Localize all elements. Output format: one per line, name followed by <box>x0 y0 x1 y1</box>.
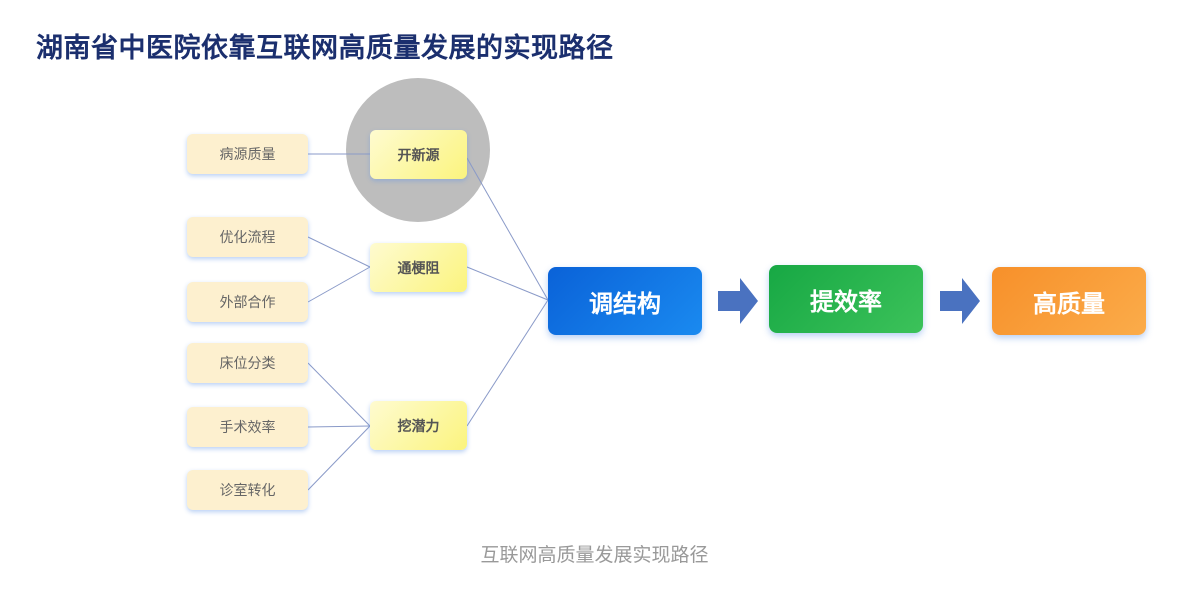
middle-box-open-source: 开新源 <box>370 130 467 179</box>
connector <box>307 425 371 428</box>
leaf-box: 优化流程 <box>187 217 308 257</box>
leaf-box: 床位分类 <box>187 343 308 383</box>
middle-box-potential: 挖潜力 <box>370 401 467 450</box>
flow-box-efficiency: 提效率 <box>769 265 923 333</box>
figure-caption: 互联网高质量发展实现路径 <box>480 544 709 566</box>
connector <box>307 236 371 268</box>
connector <box>307 266 371 303</box>
middle-box-unblock: 通梗阻 <box>370 243 467 292</box>
flow-box-quality: 高质量 <box>992 267 1146 335</box>
leaf-box: 诊室转化 <box>187 470 308 510</box>
arrow-right-icon <box>940 278 980 324</box>
leaf-box: 病源质量 <box>187 134 308 174</box>
connector <box>466 157 549 301</box>
connector <box>466 299 549 427</box>
connector <box>466 266 549 301</box>
leaf-box: 外部合作 <box>187 282 308 322</box>
page-title: 湖南省中医院依靠互联网高质量发展的实现路径 <box>36 33 614 64</box>
connector <box>307 362 371 427</box>
connector <box>307 425 371 491</box>
arrow-right-icon <box>718 278 758 324</box>
leaf-box: 手术效率 <box>187 407 308 447</box>
flow-box-structure: 调结构 <box>548 267 702 335</box>
